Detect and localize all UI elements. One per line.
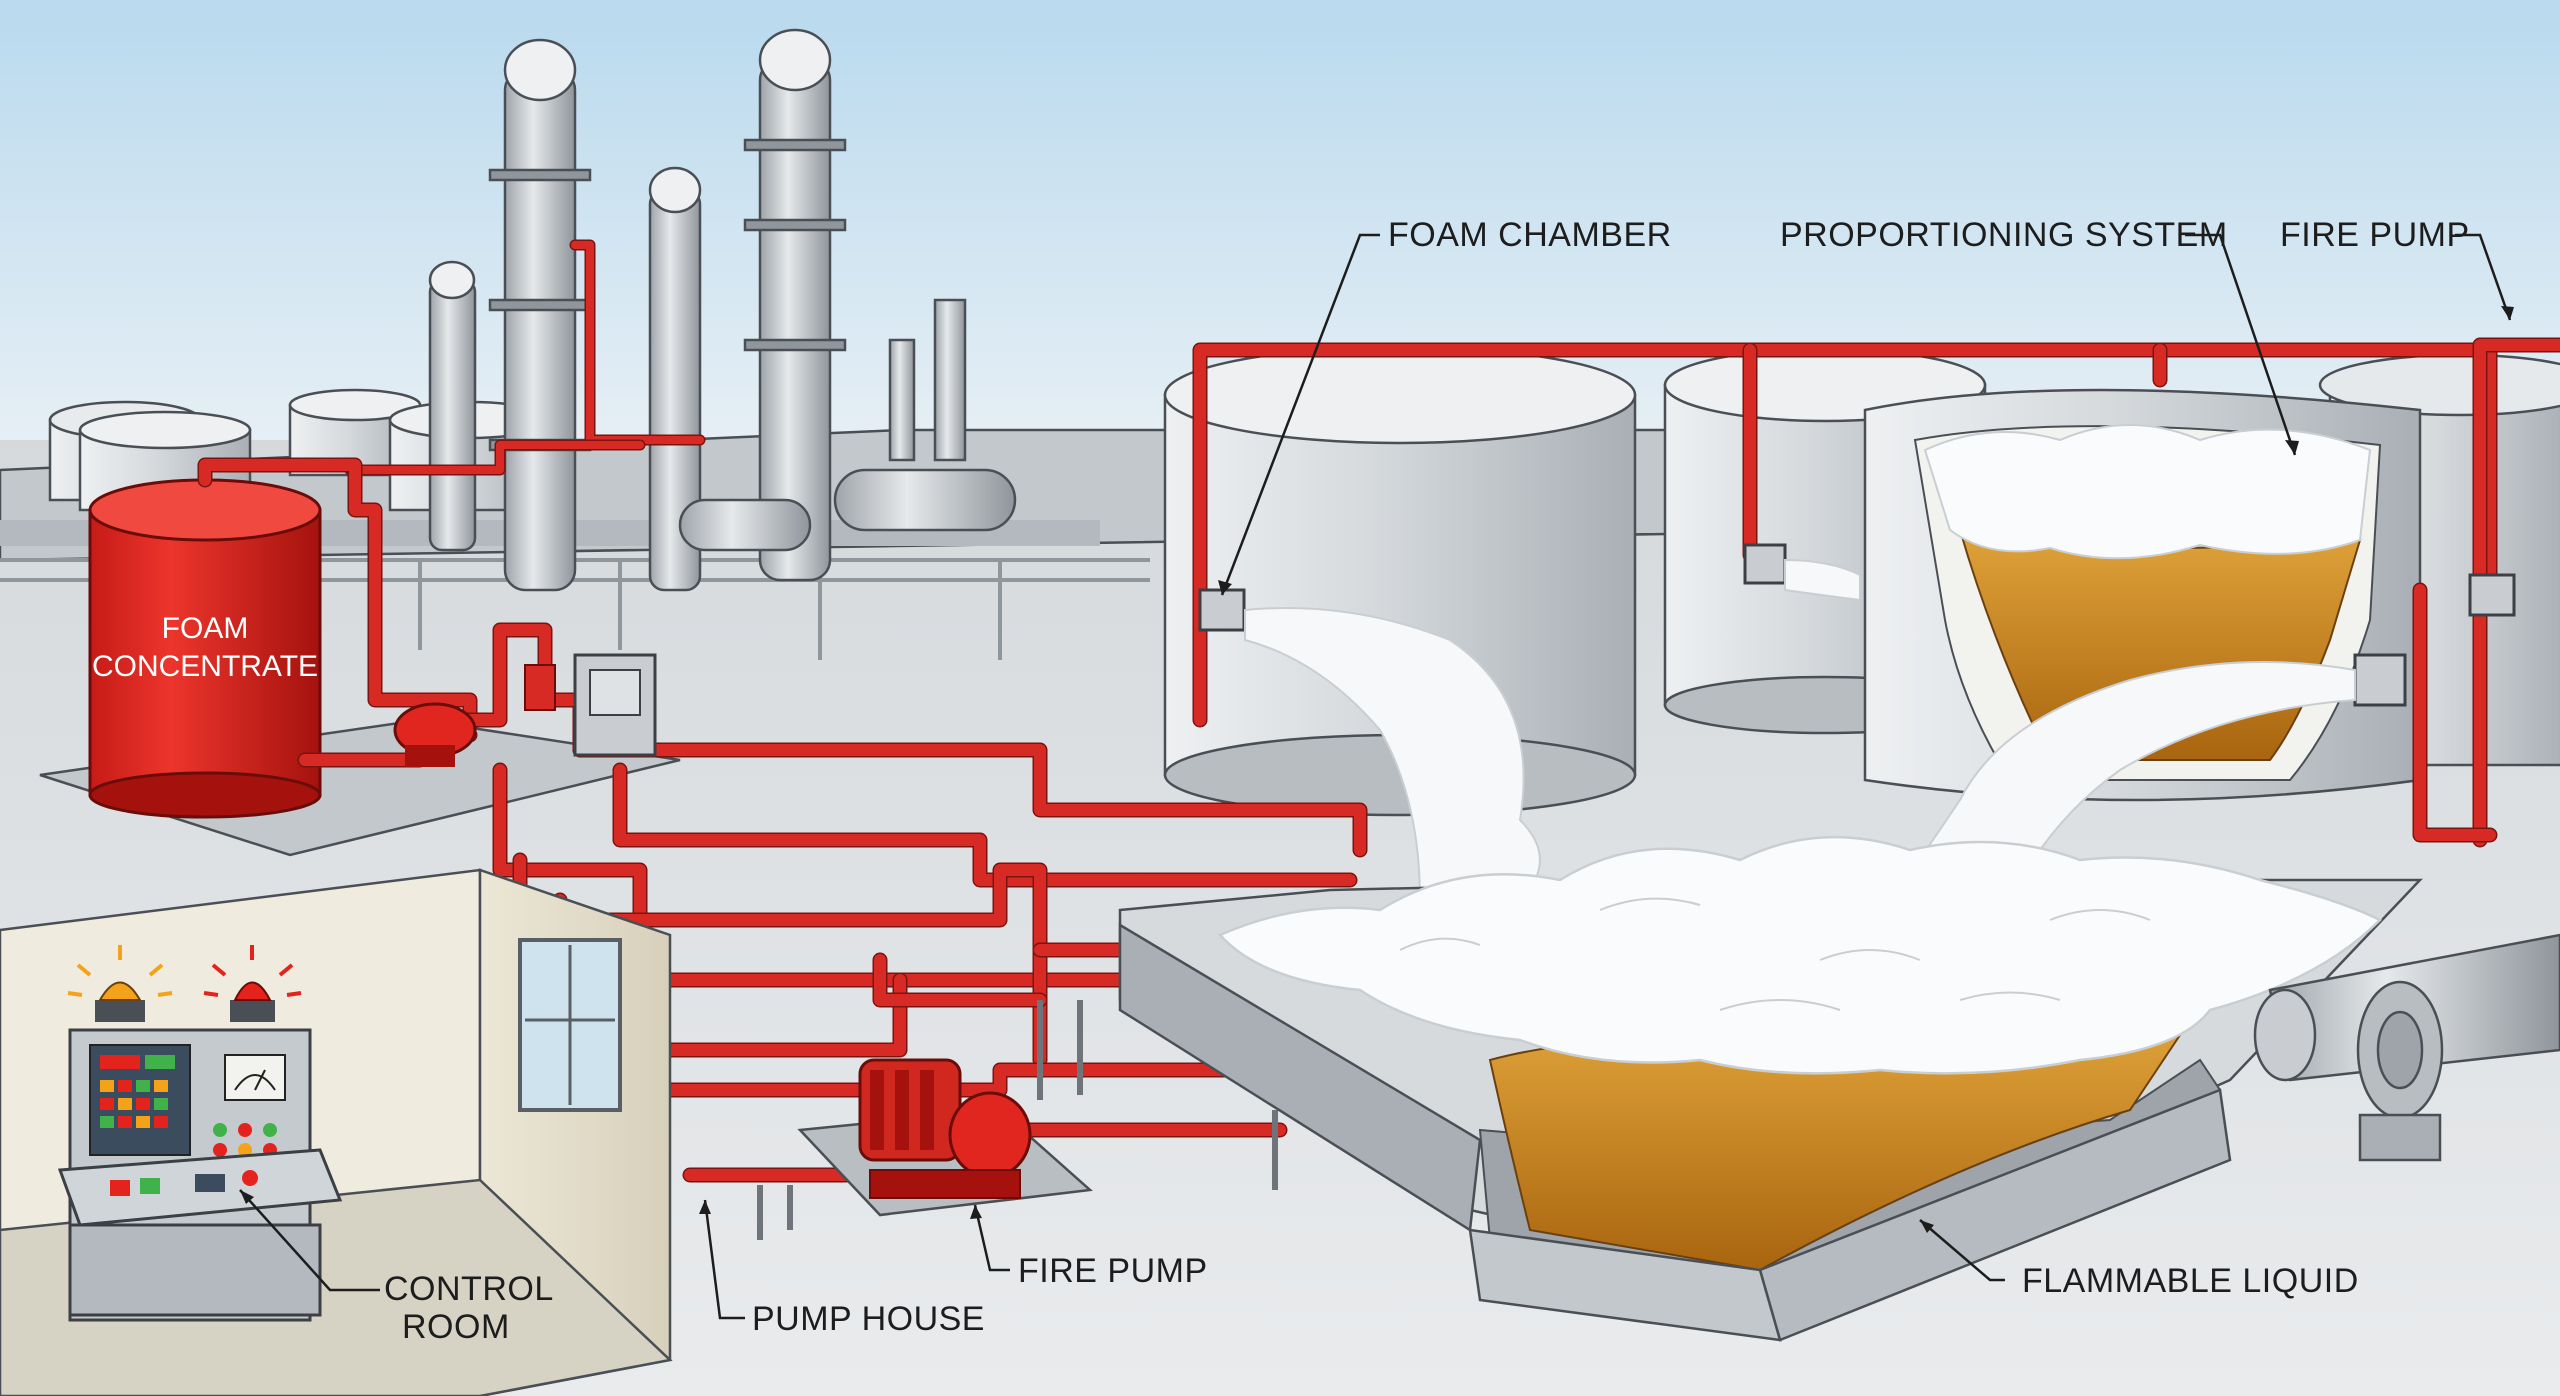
pipe-supports (757, 1000, 1278, 1240)
outlet-pipe (2253, 933, 2560, 1162)
control-panel (57, 1028, 343, 1322)
foam-concentrate-tank: FOAM CONCENTRATE (39, 478, 681, 857)
fire-pump (797, 1058, 1093, 1217)
flammable-liquid-label: FLAMMABLE LIQUID (2022, 1262, 2359, 1300)
foam-pipe-network (1192, 337, 2560, 848)
amber-warning-beacon-icon (67, 945, 173, 1022)
foam-chamber-outlets (1198, 543, 2516, 707)
proportioning-system-label: PROPORTIONING SYSTEM (1780, 216, 2228, 254)
pump-house-label: PUMP HOUSE (752, 1300, 985, 1338)
foam-concentrate-label-line1: FOAM (162, 612, 249, 645)
foam-streams (1244, 558, 2356, 901)
containment-dike (1118, 835, 2423, 1342)
pressure-gauge-icon (224, 1054, 286, 1101)
cutaway-tank-foam-blanket (1923, 424, 2372, 560)
foam-concentrate-label-line2: CONCENTRATE (92, 650, 318, 683)
foam-blanket (1217, 835, 2383, 1075)
control-room-label-line1: CONTROL (384, 1270, 554, 1308)
fire-pump-top-label: FIRE PUMP (2280, 216, 2470, 254)
foam-chamber-label: FOAM CHAMBER (1388, 216, 1672, 254)
red-warning-beacon-icon (203, 945, 302, 1022)
fire-pump-bottom-label: FIRE PUMP (1018, 1252, 1208, 1290)
control-room-label-line2: ROOM (402, 1308, 510, 1346)
callout-leaders (239, 233, 2514, 1320)
